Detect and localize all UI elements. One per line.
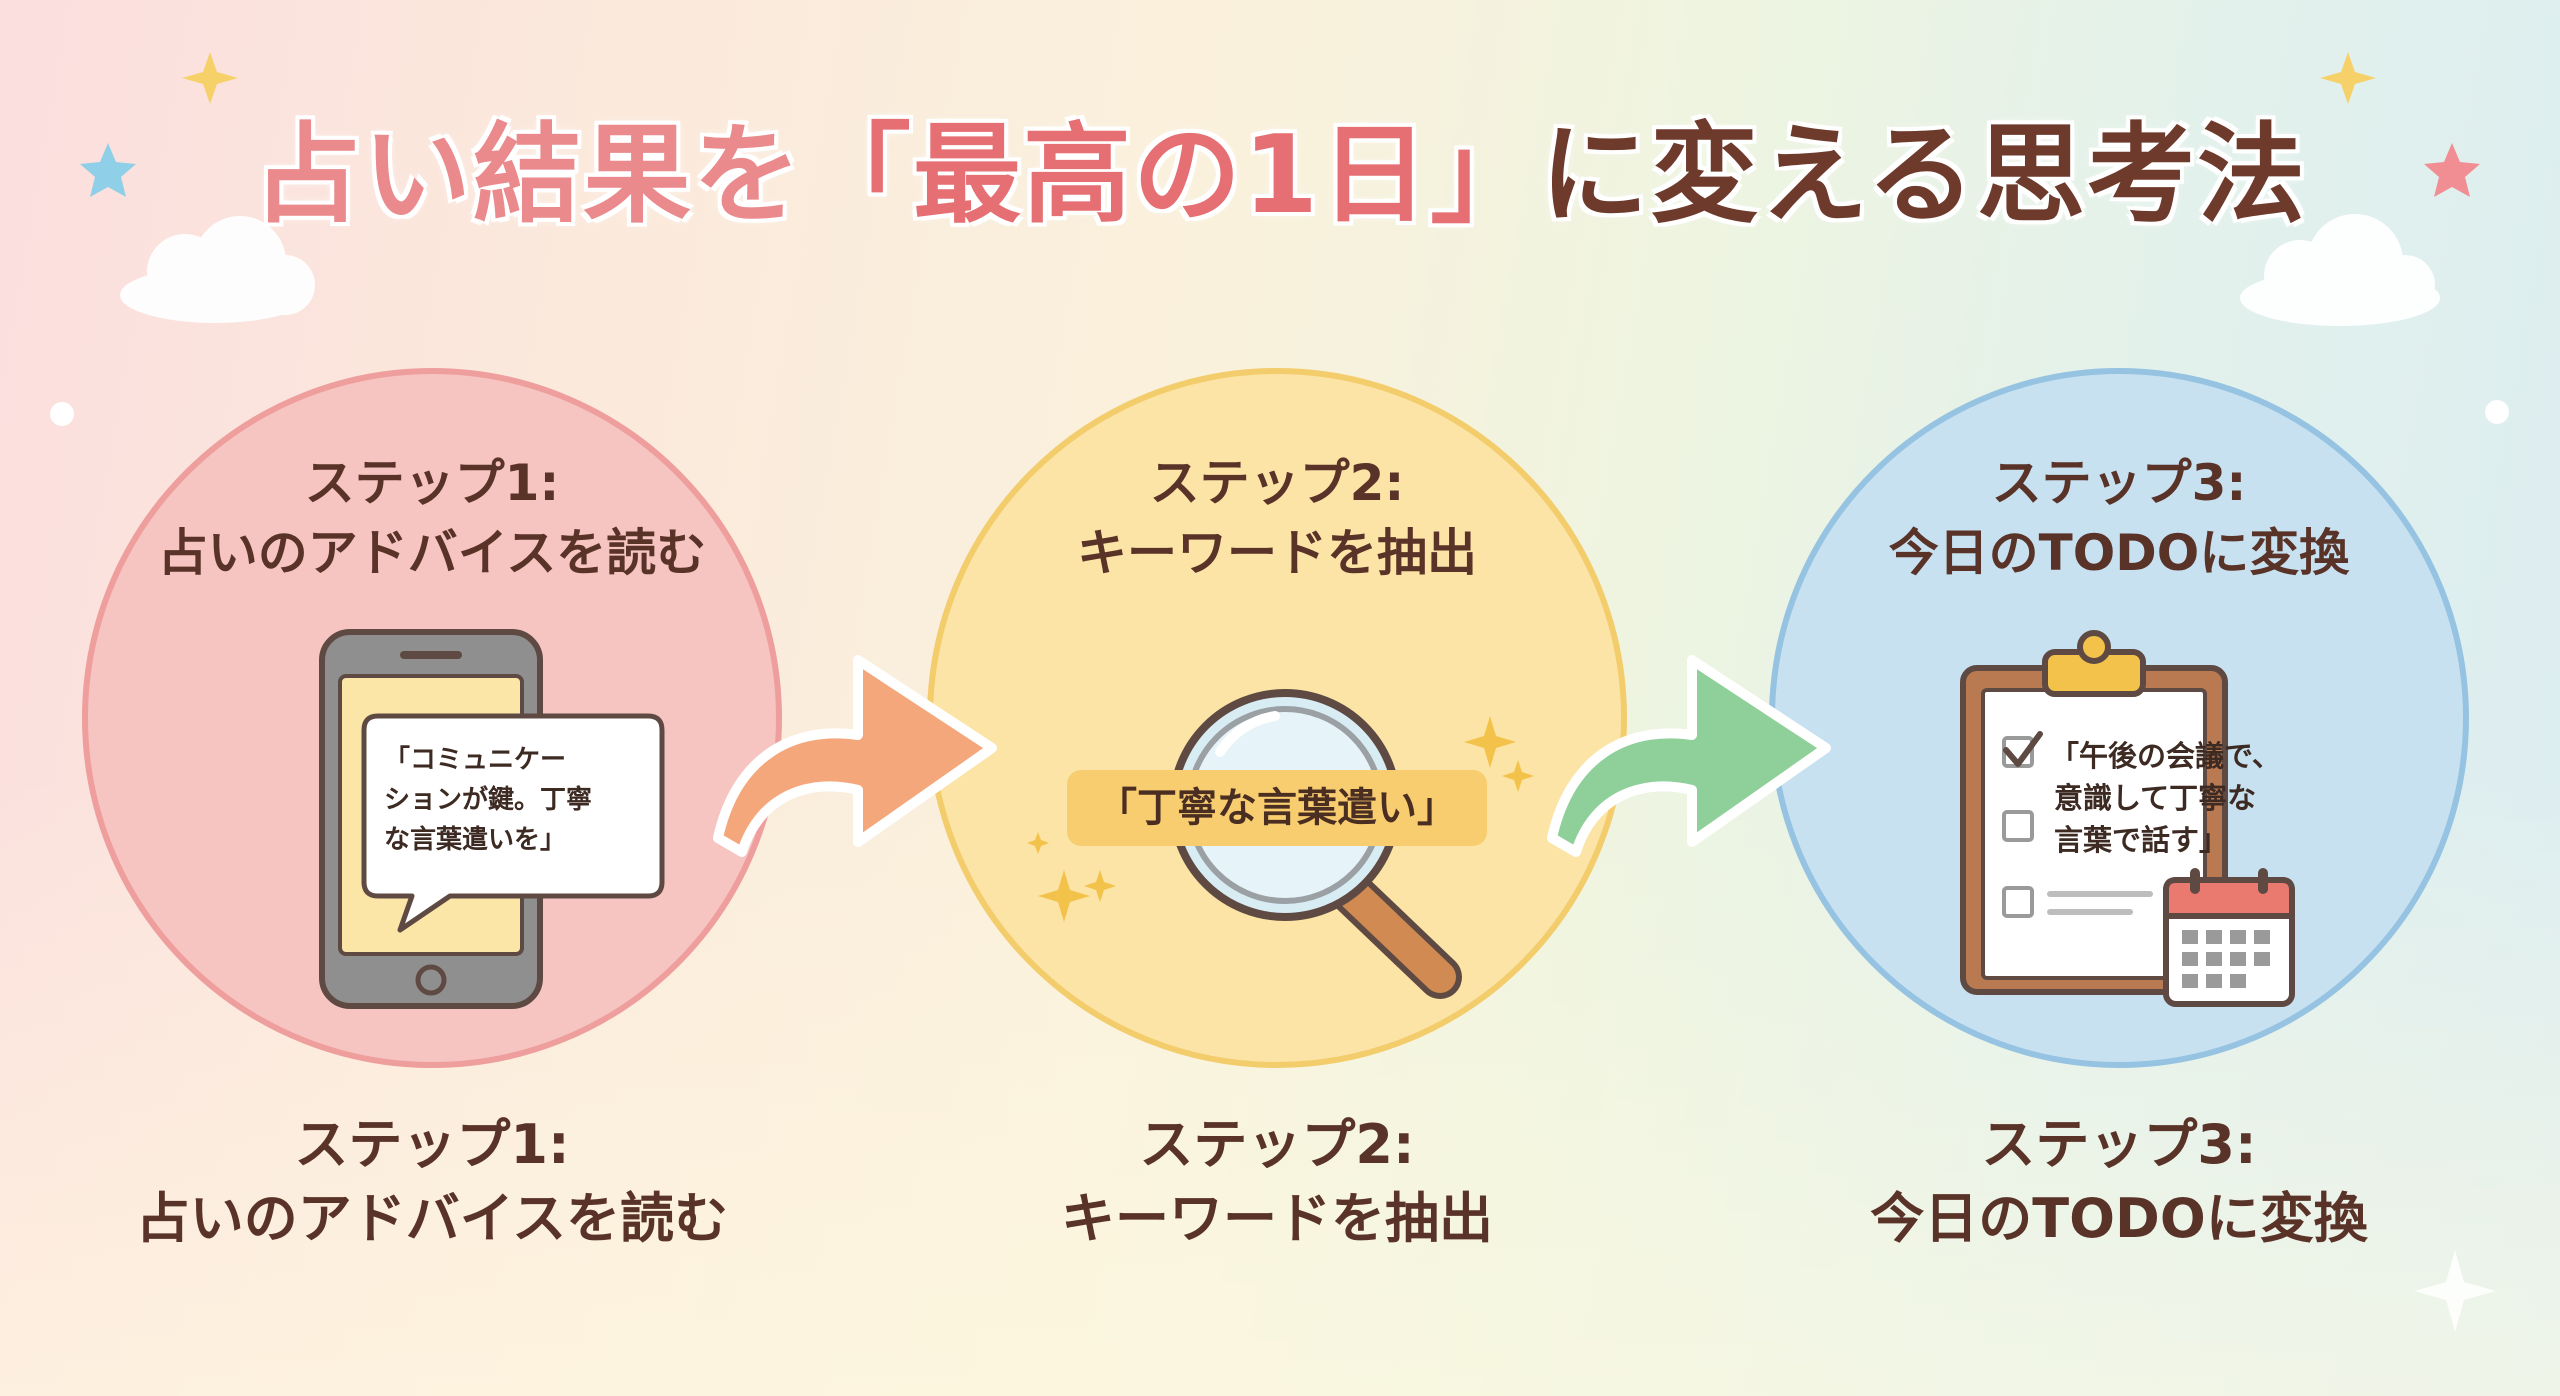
sparkle-icon [1464,716,1516,768]
bubble-line: ションが鍵。丁寧 [384,785,593,815]
title-part-1: 占い結果を [253,113,804,238]
title-highlight: 「最高の1日」 [803,113,1541,238]
step-3-label: ステップ3: [1991,454,2247,512]
star-icon [80,143,136,197]
checkbox-icon [2002,810,2034,842]
arrow-icon [1547,655,1831,857]
step-3-caption: ステップ3: 今日のTODOに変換 [1769,1108,2469,1256]
step-2-label: ステップ2: [1149,454,1405,512]
sparkle-icon [1038,870,1090,922]
todo-line: 「午後の会議で、 [2050,739,2281,773]
star-icon [2320,52,2376,104]
checkbox-icon [2002,731,2043,768]
step-1-caption-subtitle: 占いのアドバイスを読む [135,1187,729,1250]
step-3-caption-subtitle: 今日のTODOに変換 [1870,1187,2368,1250]
keyword-highlight: 「丁寧な言葉遣い」 [1067,770,1487,846]
bubble-text: 「コミュニケー ションが鍵。丁寧 な言葉遣いを」 [384,740,592,860]
step-1-label: ステップ1: [304,454,560,512]
page-title: 占い結果を「最高の1日」に変える思考法 [0,88,2560,244]
step-3-subtitle: 今日のTODOに変換 [1888,524,2350,582]
bubble-line: 「コミュニケー [384,745,567,775]
dot [50,402,74,426]
step-2-caption-subtitle: キーワードを抽出 [1061,1187,1493,1250]
arrow-icon [713,655,997,857]
calendar-icon [2163,868,2295,1007]
star-icon [2424,143,2480,197]
step-2-subtitle: キーワードを抽出 [1077,524,1477,582]
todo-line: 意識して丁寧な [2054,781,2257,815]
step-3-heading-inner: ステップ3: 今日のTODOに変換 [1769,448,2469,588]
checkbox-icon [2002,886,2034,918]
cloud-icon [120,216,315,323]
dot [2485,400,2509,424]
sparkle-icon [1084,870,1116,902]
step-2-caption: ステップ2: キーワードを抽出 [927,1108,1627,1256]
sparkle-icon [1502,760,1534,792]
step-2-caption-label: ステップ2: [1139,1113,1415,1176]
speech-bubble-icon [361,713,665,933]
star-icon [182,52,238,104]
star-icon [2414,1250,2496,1332]
todo-text: 「午後の会議で、 意識して丁寧な 言葉で話す」 [2050,735,2281,861]
step-3-caption-label: ステップ3: [1981,1113,2257,1176]
title-part-3: に変える思考法 [1540,113,2307,238]
todo-line: 言葉で話す」 [2054,823,2229,857]
step-1-subtitle: 占いのアドバイスを読む [157,524,707,582]
bubble-line: な言葉遣いを」 [384,825,567,855]
step-1-caption: ステップ1: 占いのアドバイスを読む [82,1108,782,1256]
sparkle-icon [1027,832,1049,854]
cloud-icon [2240,214,2440,326]
step-1-caption-label: ステップ1: [294,1113,570,1176]
step-1-heading-inner: ステップ1: 占いのアドバイスを読む [82,448,782,588]
step-2-heading-inner: ステップ2: キーワードを抽出 [927,448,1627,588]
